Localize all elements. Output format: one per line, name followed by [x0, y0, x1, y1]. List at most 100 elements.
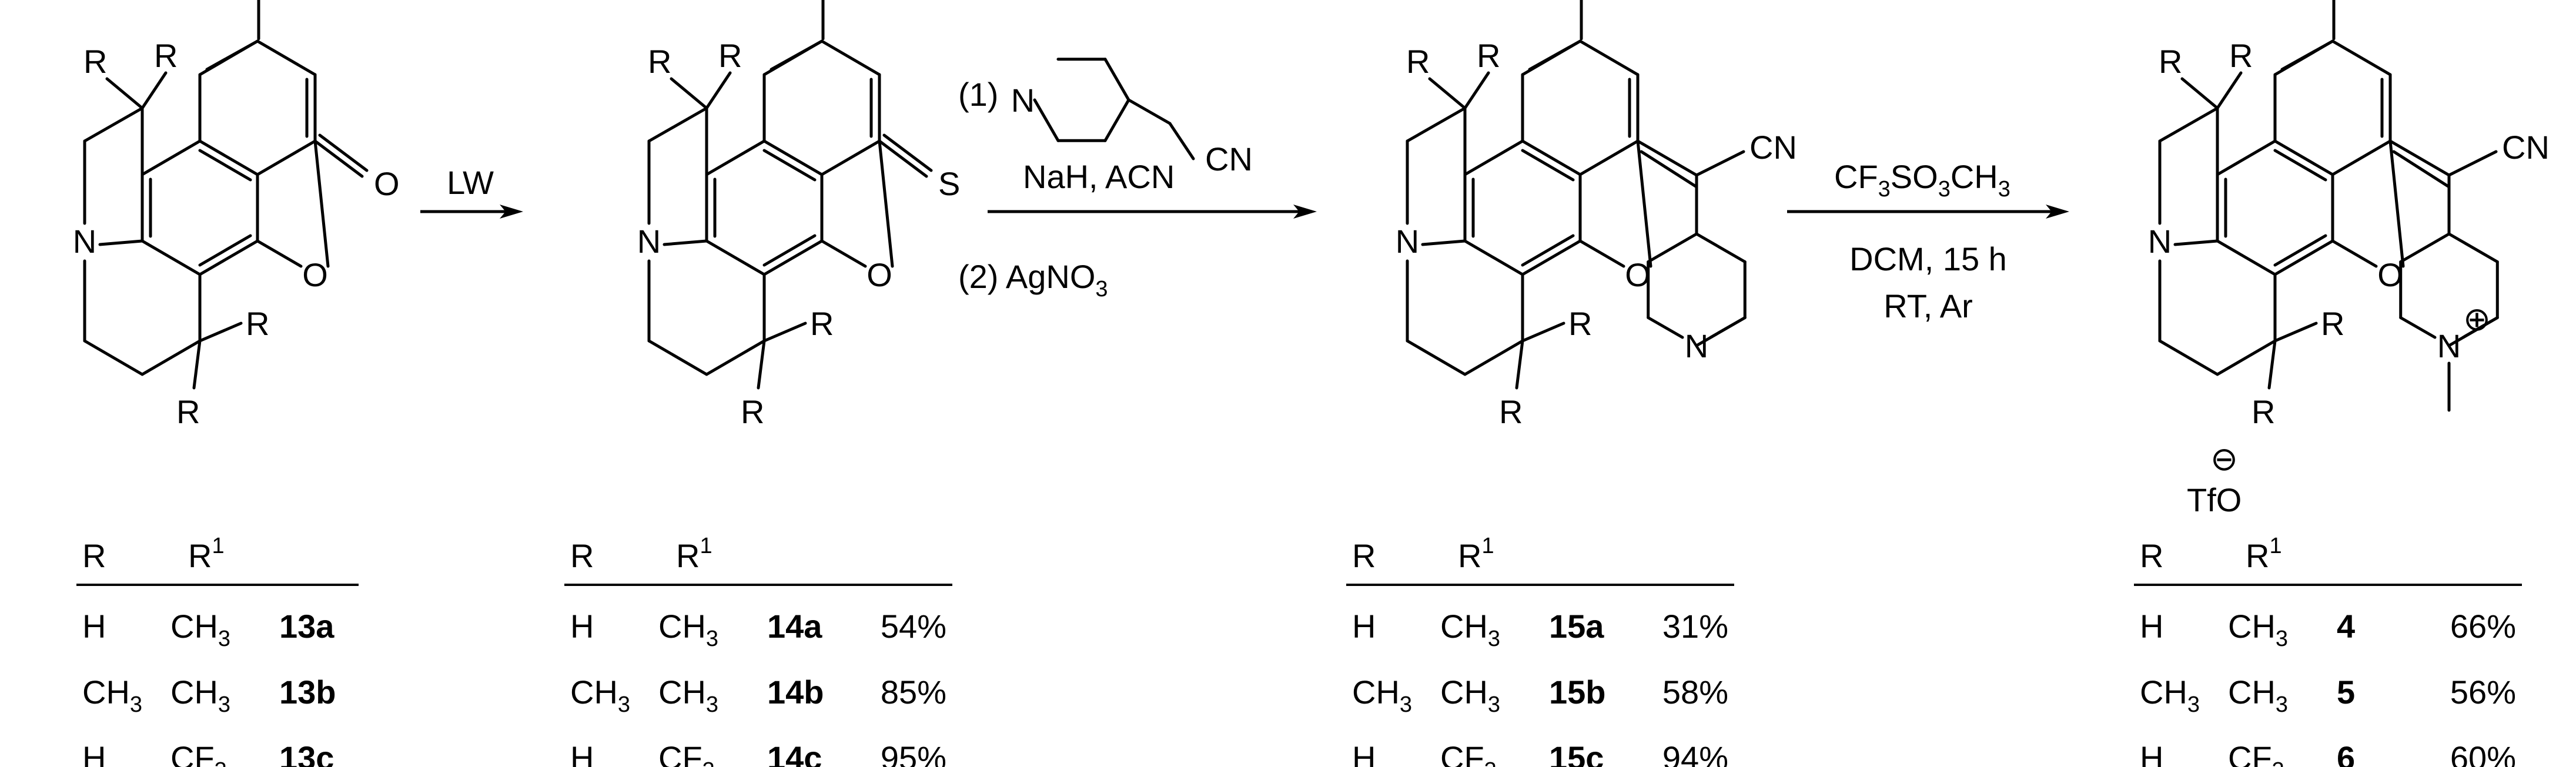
nitrile-label: CN [1749, 129, 1797, 166]
table-row: HCF313c [82, 739, 334, 767]
label-part: H [1352, 739, 1376, 767]
bond [2216, 339, 2277, 376]
molecule-2: OR1NRRRRS [637, 0, 960, 430]
label-part: 3 [2187, 692, 2200, 717]
row-r1: CH3 [1440, 674, 1500, 717]
double-bond [318, 133, 369, 172]
label-part: 13b [279, 674, 336, 711]
bond [1033, 98, 1060, 142]
bond [1127, 98, 1172, 125]
row-yield: 94% [1662, 739, 1728, 767]
label-part: 31% [1662, 608, 1728, 645]
label-part: CF [170, 739, 215, 767]
label-part: R [188, 537, 212, 574]
bond [1463, 339, 1524, 376]
bond [198, 139, 259, 176]
nitrogen-label: N [2148, 223, 2172, 260]
bond [256, 39, 317, 76]
label-part: CF [1440, 739, 1484, 767]
row-r1: CF3 [658, 739, 715, 767]
oxygen-label: O [1625, 256, 1651, 293]
label-part: 60% [2450, 739, 2516, 767]
label-part: CF [658, 739, 702, 767]
label-part: (2) AgNO [958, 258, 1095, 295]
bond [2331, 239, 2378, 268]
bond [83, 339, 144, 376]
row-r: H [570, 608, 594, 645]
bond [2173, 239, 2219, 246]
table-row: HCF315c94% [1352, 739, 1728, 767]
bond [878, 139, 928, 178]
label-part: H [82, 739, 106, 767]
table-header-r: R [1352, 537, 1376, 574]
double-bond [762, 234, 817, 267]
row-r: H [82, 739, 106, 767]
double-bond [2273, 234, 2327, 267]
pyridine-nitrogen-label: N [2437, 327, 2461, 364]
r-label: R [1477, 37, 1500, 74]
label-part: 3 [1488, 627, 1500, 651]
double-bond [882, 133, 933, 172]
bond [2331, 139, 2392, 176]
bond [762, 139, 824, 176]
bond [2158, 106, 2219, 143]
row-r: CH3 [570, 674, 630, 717]
table-header-r: R [2140, 537, 2163, 574]
row-compound: 14c [767, 739, 822, 767]
row-yield: 85% [881, 674, 946, 711]
label-part: 1 [212, 534, 224, 558]
arrow-2-head [1293, 205, 1317, 219]
exocyclic-double-bond [2388, 139, 2451, 177]
reagent-pyridine-nitrogen: N [1011, 82, 1035, 119]
bond [647, 339, 708, 376]
bond [762, 239, 824, 276]
bond [705, 239, 766, 276]
label-part: 1 [700, 534, 712, 558]
row-compound: 13b [279, 674, 336, 711]
row-compound: 15a [1549, 608, 1604, 645]
bond [1168, 122, 1195, 160]
bond [670, 77, 708, 110]
step-2-reagent: NaH, ACN [1023, 158, 1175, 195]
label-part: 13c [279, 739, 334, 767]
row-r: CH3 [1352, 674, 1412, 717]
r-label: R [648, 43, 671, 80]
bond [1695, 150, 1745, 177]
label-part: R [2140, 537, 2163, 574]
bond [1421, 239, 1467, 246]
label-part: CH [658, 674, 706, 711]
carbonyl-oxygen-label: O [374, 165, 400, 202]
exocyclic-double-bond [1640, 150, 1698, 189]
r-label: R [1568, 305, 1592, 342]
bond [2461, 316, 2499, 339]
row-yield: 95% [881, 739, 946, 767]
bond [757, 339, 766, 390]
label-part: R [82, 537, 106, 574]
double-bond [1521, 149, 1575, 182]
label-part: 94% [1662, 739, 1728, 767]
bond [663, 239, 708, 246]
label-part: 56% [2450, 674, 2516, 711]
arrow-1-head [500, 205, 523, 219]
label-part: CH [170, 608, 218, 645]
bond [1578, 39, 1640, 76]
bond [140, 239, 202, 276]
step-3-conditions: RT, Ar [1884, 287, 1972, 324]
table-header-r: R [82, 537, 106, 574]
label-part: CH [658, 608, 706, 645]
row-r1: CF3 [2228, 739, 2284, 767]
oxygen-label: O [867, 256, 892, 293]
row-yield: 31% [1662, 608, 1728, 645]
label-part: 15b [1549, 674, 1606, 711]
row-compound: 13a [279, 608, 334, 645]
label-part: 14c [767, 739, 822, 767]
label-part: 3 [1488, 692, 1500, 717]
bond [192, 339, 202, 390]
label-part: 54% [881, 608, 946, 645]
